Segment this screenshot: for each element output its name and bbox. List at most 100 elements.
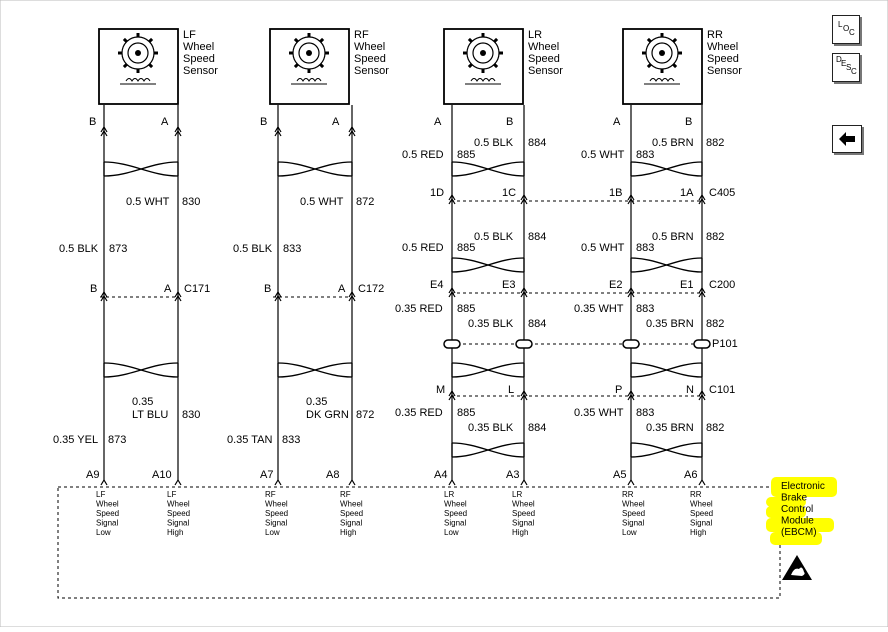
rf-wire-color-1: 0.5 WHT bbox=[300, 196, 344, 208]
terminal-cap bbox=[348, 478, 356, 486]
rr-sensor-pin-right: B bbox=[685, 116, 692, 128]
terminal-cap bbox=[348, 294, 356, 302]
highlight-mark bbox=[766, 518, 834, 532]
desc-letter-e: E bbox=[841, 59, 847, 68]
ebcm-pin-rr-low-3: Signal bbox=[622, 519, 644, 528]
ebcm-pin-lr-high-3: Signal bbox=[512, 519, 534, 528]
lr-sensor-title-2: Speed bbox=[528, 53, 560, 65]
terminal-cap bbox=[627, 478, 635, 486]
lr-c101-left: M bbox=[436, 384, 445, 396]
rr-circuit-e: 883 bbox=[636, 303, 654, 315]
twist-marker bbox=[451, 442, 525, 458]
lr-terminal-left: A4 bbox=[434, 469, 447, 481]
location-button[interactable]: L O C bbox=[832, 15, 860, 44]
lr-wire-color-a: 0.5 BLK bbox=[474, 137, 514, 149]
splice-p101 bbox=[693, 339, 711, 349]
ebcm-pin-lr-low-0: LR bbox=[444, 490, 454, 499]
lf-sensor-title-0: LF bbox=[183, 29, 196, 41]
lf-wire-color-4: 0.35 YEL bbox=[53, 434, 98, 446]
terminal-cap bbox=[520, 193, 528, 201]
lr-sensor-title-1: Wheel bbox=[528, 41, 559, 53]
ebcm-pin-lf-low-1: Wheel bbox=[96, 500, 119, 509]
ebcm-pin-lr-low-4: Low bbox=[444, 528, 459, 537]
lr-sensor-pin-left: A bbox=[434, 116, 442, 128]
rr-wire-color-d: 0.5 WHT bbox=[581, 242, 625, 254]
rr-circuit-c: 882 bbox=[706, 231, 724, 243]
lr-wire-color-b: 0.5 RED bbox=[402, 149, 444, 161]
ebcm-pin-rf-high-2: Speed bbox=[340, 509, 363, 518]
ebcm-pin-rf-low-1: Wheel bbox=[265, 500, 288, 509]
lf-connector-id: C171 bbox=[184, 283, 210, 295]
rf-terminal-right: A8 bbox=[326, 469, 339, 481]
lf-wire-color-3b: LT BLU bbox=[132, 409, 168, 421]
terminal-cap bbox=[174, 478, 182, 486]
terminal-cap bbox=[174, 129, 182, 137]
rr-circuit-a: 882 bbox=[706, 137, 724, 149]
highlight-mark bbox=[766, 497, 806, 507]
lf-circuit-3: 830 bbox=[182, 409, 200, 421]
twist-marker bbox=[451, 362, 525, 378]
twist-marker bbox=[630, 257, 703, 273]
rr-circuit-g: 883 bbox=[636, 407, 654, 419]
lr-circuit-e: 885 bbox=[457, 303, 475, 315]
ebcm-pin-lf-low-2: Speed bbox=[96, 509, 119, 518]
rr-c200-right: E1 bbox=[680, 279, 693, 291]
rf-circuit-1: 872 bbox=[356, 196, 374, 208]
terminal-cap bbox=[274, 129, 282, 137]
ebcm-pin-rr-low-0: RR bbox=[622, 490, 634, 499]
terminal-cap bbox=[627, 290, 635, 298]
lr-sensor-box bbox=[443, 28, 524, 105]
lf-wire-color-3a: 0.35 bbox=[132, 396, 153, 408]
ebcm-pin-rr-high-1: Wheel bbox=[690, 500, 713, 509]
desc-letter-d: D bbox=[836, 55, 842, 64]
rf-sensor-pin-right: A bbox=[332, 116, 340, 128]
ebcm-pin-rf-high-3: Signal bbox=[340, 519, 362, 528]
terminal-cap bbox=[274, 294, 282, 302]
description-button[interactable]: D E S C bbox=[832, 53, 860, 82]
ebcm-pin-lr-high-0: LR bbox=[512, 490, 522, 499]
terminal-cap bbox=[698, 197, 706, 205]
twist-marker bbox=[451, 161, 525, 177]
ebcm-pin-rf-high-1: Wheel bbox=[340, 500, 363, 509]
rr-wire-color-e: 0.35 WHT bbox=[574, 303, 624, 315]
twist-marker bbox=[630, 442, 703, 458]
rr-circuit-b: 883 bbox=[636, 149, 654, 161]
lr-wire-color-e: 0.35 RED bbox=[395, 303, 443, 315]
rr-circuit-f: 882 bbox=[706, 318, 724, 330]
splice-p101 bbox=[443, 339, 461, 349]
lf-sensor-box bbox=[98, 28, 179, 105]
lf-conn-right: A bbox=[164, 283, 172, 295]
terminal-cap bbox=[100, 290, 108, 298]
ebcm-label-line-0: Electronic bbox=[781, 481, 825, 492]
rf-connector-id: C172 bbox=[358, 283, 384, 295]
rf-conn-left: B bbox=[264, 283, 271, 295]
lf-circuit-1: 830 bbox=[182, 196, 200, 208]
ebcm-pin-rr-high-2: Speed bbox=[690, 509, 713, 518]
back-button[interactable] bbox=[832, 125, 862, 153]
rf-wire-color-3a: 0.35 bbox=[306, 396, 327, 408]
twist-marker bbox=[103, 362, 179, 378]
terminal-cap bbox=[520, 290, 528, 298]
loc-letter-o: O bbox=[843, 24, 850, 33]
lf-circuit-2: 873 bbox=[109, 243, 127, 255]
splice-p101 bbox=[622, 339, 640, 349]
rf-wire-color-4: 0.35 TAN bbox=[227, 434, 273, 446]
rr-connector-c101: C101 bbox=[709, 384, 735, 396]
rr-sensor-box bbox=[622, 28, 703, 105]
rr-sensor-title-1: Wheel bbox=[707, 41, 738, 53]
rf-sensor-title-1: Wheel bbox=[354, 41, 385, 53]
terminal-cap bbox=[698, 389, 706, 397]
terminal-cap bbox=[274, 290, 282, 298]
lr-c101-right: L bbox=[508, 384, 514, 396]
ebcm-pin-rr-high-4: High bbox=[690, 528, 706, 537]
rr-connector-c200: C200 bbox=[709, 279, 735, 291]
ebcm-label-line-3: Module bbox=[781, 516, 814, 527]
lr-c405-right: 1C bbox=[502, 187, 516, 199]
ebcm-pin-rf-high-0: RF bbox=[340, 490, 351, 499]
lr-wire-color-d: 0.5 RED bbox=[402, 242, 444, 254]
splice-p101 bbox=[515, 339, 533, 349]
ebcm-label-line-4: (EBCM) bbox=[781, 527, 817, 538]
terminal-cap bbox=[627, 286, 635, 294]
terminal-cap bbox=[698, 286, 706, 294]
